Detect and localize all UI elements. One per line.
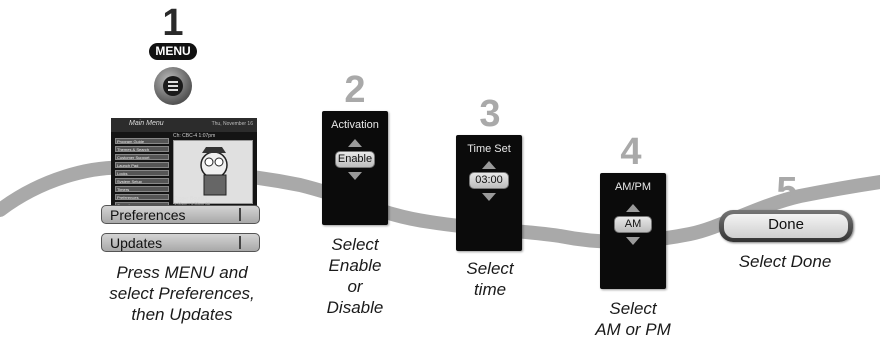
step-4-caption: Select AM or PM xyxy=(583,298,683,340)
activation-value-selector[interactable]: Enable xyxy=(335,151,375,168)
caption-line: or xyxy=(347,277,363,296)
activation-panel: Activation Enable xyxy=(322,111,388,225)
time-value-selector[interactable]: 03:00 xyxy=(469,172,509,189)
tv-menu-title: Main Menu xyxy=(129,120,164,127)
done-label: Done xyxy=(724,214,848,238)
tv-channel-info: Ch: CBC-4 1:07pm xyxy=(173,133,216,139)
hamburger-icon xyxy=(163,76,183,96)
time-set-panel-title: Time Set xyxy=(467,143,511,155)
step-5-caption: Select Done xyxy=(720,251,850,272)
tv-menu-item: Themes & Search xyxy=(115,146,169,152)
menu-item-divider xyxy=(239,236,241,249)
tv-menu-item: Customer Support xyxy=(115,154,169,160)
updates-menu-item[interactable]: Updates xyxy=(101,233,260,252)
tv-menu-item: Locks xyxy=(115,170,169,176)
tv-preview-window xyxy=(173,140,253,204)
updates-label: Updates xyxy=(110,235,163,251)
preferences-menu-item[interactable]: Preferences xyxy=(101,205,260,224)
down-arrow-icon[interactable] xyxy=(626,237,640,245)
step-1-number: 1 xyxy=(162,2,184,44)
caption-line: Select Done xyxy=(738,252,832,271)
caption-line: Disable xyxy=(326,298,384,317)
tv-menu-item: System Setup xyxy=(115,178,169,184)
menu-label: MENU xyxy=(149,43,197,60)
tv-main-menu-screen: Main Menu Thu, November 16 Ch: CBC-4 1:0… xyxy=(111,118,257,208)
tv-menu-item: Launch Pad xyxy=(115,162,169,168)
am-pm-panel: AM/PM AM xyxy=(600,173,666,289)
tv-time-slot: 1:00pm - 1:30pm 88 xyxy=(174,201,210,206)
up-arrow-icon[interactable] xyxy=(626,204,640,212)
up-arrow-icon[interactable] xyxy=(482,161,496,169)
tv-header: Main Menu Thu, November 16 xyxy=(111,118,257,132)
caption-line: Enable xyxy=(328,256,382,275)
done-button[interactable]: Done xyxy=(719,210,853,242)
tv-menu-item: Program Guide xyxy=(115,138,169,144)
caption-line: select Preferences, xyxy=(109,284,255,303)
caption-line: Select xyxy=(609,299,657,318)
up-arrow-icon[interactable] xyxy=(348,139,362,147)
time-set-panel: Time Set 03:00 xyxy=(456,135,522,251)
caption-line: time xyxy=(473,280,507,299)
preferences-label: Preferences xyxy=(110,207,186,223)
caption-line: Select xyxy=(331,235,379,254)
step-2-caption: Select Enable or Disable xyxy=(305,234,405,318)
step-3-caption: Select time xyxy=(440,258,540,300)
menu-item-divider xyxy=(239,208,241,221)
caption-line: Press MENU and xyxy=(116,263,248,282)
tv-menu-list: Program Guide Themes & Search Customer S… xyxy=(115,138,169,210)
am-pm-panel-title: AM/PM xyxy=(614,181,652,193)
step-2-number: 2 xyxy=(344,69,366,111)
caption-line: Select xyxy=(466,259,514,278)
am-pm-value-selector[interactable]: AM xyxy=(614,216,652,233)
step-3-number: 3 xyxy=(479,93,501,135)
tv-menu-item: Timers xyxy=(115,186,169,192)
activation-panel-title: Activation xyxy=(331,119,379,131)
cartoon-character-image xyxy=(200,147,228,196)
menu-button[interactable] xyxy=(154,67,192,105)
down-arrow-icon[interactable] xyxy=(482,193,496,201)
tv-menu-item: Preferences xyxy=(115,194,169,200)
step-1-caption: Press MENU and select Preferences, then … xyxy=(92,262,272,325)
down-arrow-icon[interactable] xyxy=(348,172,362,180)
tv-header-info: Thu, November 16 xyxy=(211,121,253,127)
step-4-number: 4 xyxy=(620,131,642,173)
step-5-number: 5 xyxy=(776,170,798,212)
caption-line: AM or PM xyxy=(595,320,671,339)
caption-line: then Updates xyxy=(131,305,233,324)
tv-now-playing: Digger Boudan xyxy=(174,196,208,202)
